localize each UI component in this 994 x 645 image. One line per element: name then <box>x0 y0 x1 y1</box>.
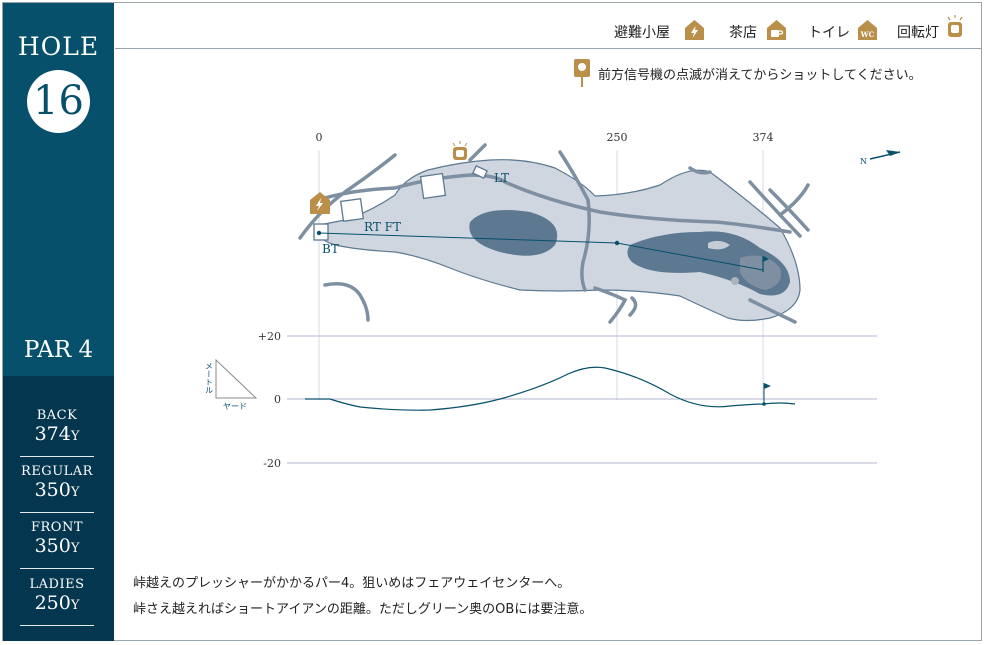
greenside-bunker-light <box>708 240 730 250</box>
tee-box-back <box>313 223 329 241</box>
divider <box>20 456 94 457</box>
par-label: PAR 4 <box>23 337 94 363</box>
profile-flag-icon <box>764 383 771 389</box>
legend-shelter-label: 避難小屋 <box>614 25 670 41</box>
path <box>748 180 802 238</box>
yardage-ladies: LADIES 250Y <box>20 577 94 614</box>
rotating-light-icon <box>452 141 468 160</box>
divider <box>20 512 94 513</box>
legend-divider <box>115 48 982 49</box>
scale-triangle <box>215 358 258 399</box>
path <box>768 188 810 232</box>
rotating-light-icon <box>947 15 963 37</box>
lightning-shelter-icon <box>310 192 330 214</box>
path <box>748 298 797 324</box>
page-frame <box>2 2 982 641</box>
flag-icon <box>763 256 769 262</box>
path <box>778 183 810 217</box>
hole-comment: 峠越えのプレッシャーがかかるパー4。狙いめはフェアウェイセンターへ。 <box>133 576 571 591</box>
tee-name: FRONT <box>30 520 83 535</box>
hole-number: 16 <box>33 78 84 124</box>
divider <box>20 625 94 626</box>
signal-notice: 前方信号機の点滅が消えてからショットしてください。 <box>598 68 922 83</box>
profile-tick-label: +20 <box>258 330 281 343</box>
ladies-tee-label: LT <box>494 171 509 185</box>
svg-text:WC: WC <box>860 30 875 39</box>
tee-name: BACK <box>36 408 78 423</box>
wc-toilet-icon: WC <box>858 20 877 40</box>
path <box>316 173 792 234</box>
yardage-unit: Y <box>70 429 80 444</box>
yardage-value: 350 <box>34 479 71 501</box>
yardage-value: 350 <box>34 535 71 557</box>
yardage-back: BACK 374Y <box>20 408 94 445</box>
hole-comment: 峠さえ越えればショートアイアンの距離。ただしグリーン奥のOBには要注意。 <box>133 602 593 617</box>
hole-label: HOLE <box>17 32 100 61</box>
back-tee-label: BT <box>322 242 339 256</box>
profile-tick-label: -20 <box>263 457 281 470</box>
yardage-unit: Y <box>70 541 80 556</box>
axis-label-meter: メートル <box>205 362 214 394</box>
elevation-profile-line <box>305 366 796 411</box>
regular-front-tee-label: RT FT <box>364 220 401 234</box>
course-area <box>313 159 801 322</box>
north-label: N <box>860 157 867 166</box>
yardage-panel <box>3 376 114 641</box>
cup-teahouse-icon <box>767 20 786 40</box>
path <box>628 296 638 317</box>
legend-toilet-label: トイレ <box>808 25 850 41</box>
tee-name: LADIES <box>29 577 85 592</box>
path <box>468 143 487 162</box>
divider <box>20 568 94 569</box>
distance-label: 0 <box>316 131 323 144</box>
profile-tick-label: 0 <box>274 393 281 406</box>
signal-marker-icon <box>574 59 590 87</box>
distance-label: 374 <box>753 131 774 144</box>
path <box>688 166 712 175</box>
tee-name: REGULAR <box>21 464 93 479</box>
legend-teahouse-label: 茶店 <box>729 25 757 41</box>
north-arrow-icon: N <box>860 150 901 166</box>
greenside-bunker-small <box>731 277 739 285</box>
path <box>323 282 370 322</box>
distance-label: 250 <box>607 131 628 144</box>
profile-pin-base <box>762 402 766 406</box>
path <box>593 286 628 324</box>
green <box>740 255 781 290</box>
yardage-value: 374 <box>34 423 71 445</box>
yardage-unit: Y <box>70 598 80 613</box>
shot-point <box>316 230 322 236</box>
yardage-front: FRONT 350Y <box>20 520 94 557</box>
lightning-shelter-icon <box>685 20 704 40</box>
yardage-value: 250 <box>34 592 71 614</box>
shot-point <box>614 240 620 246</box>
tee-box-small <box>472 164 488 180</box>
fairway-bunker <box>469 209 558 256</box>
path <box>558 150 591 292</box>
yardage-regular: REGULAR 350Y <box>20 464 94 501</box>
tee-box-ladies <box>419 172 447 200</box>
tee-box-regular <box>339 197 365 223</box>
axis-label-yard: ヤード <box>223 402 247 411</box>
yardage-unit: Y <box>70 485 80 500</box>
hole-number-badge <box>27 70 90 133</box>
legend-light-label: 回転灯 <box>897 25 939 41</box>
